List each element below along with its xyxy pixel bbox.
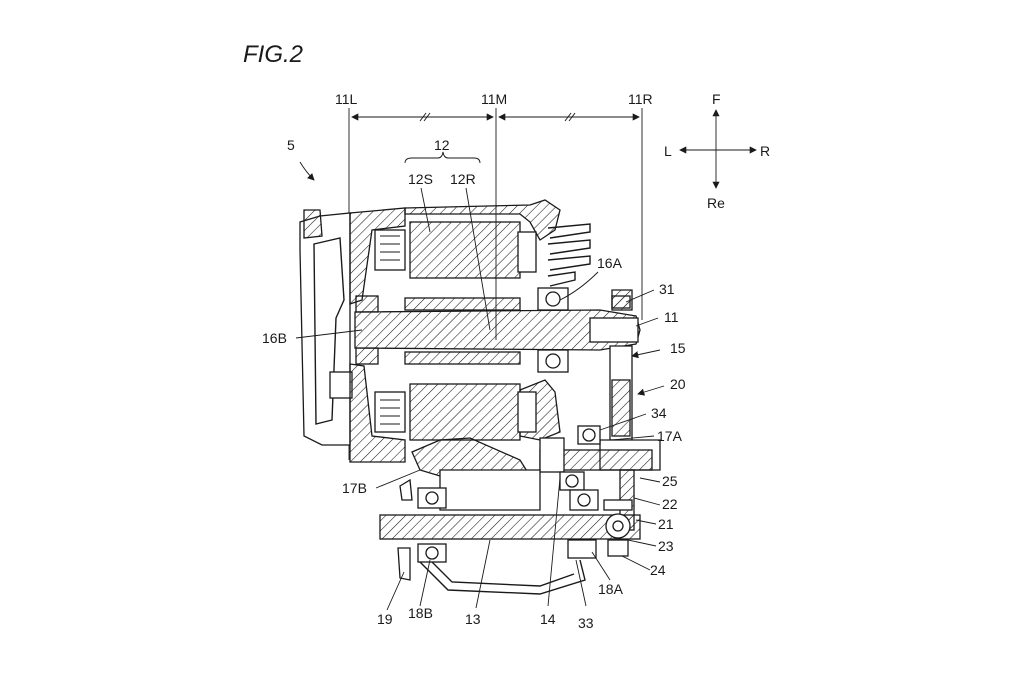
direction-compass <box>679 109 757 189</box>
ref-23: 23 <box>658 538 674 554</box>
ref-17A: 17A <box>657 428 683 444</box>
leader-lines <box>295 161 665 611</box>
bearing-17A <box>577 425 601 445</box>
ref-19: 19 <box>377 611 393 627</box>
bearing-18A <box>567 489 599 559</box>
dim-label-11R: 11R <box>628 91 653 107</box>
bearing-17B <box>539 437 585 491</box>
ref-25: 25 <box>662 473 678 489</box>
gear-case-cavity <box>439 469 541 511</box>
direction-right: R <box>760 143 770 159</box>
part-19-bottom <box>397 547 411 581</box>
part-19-top <box>399 478 413 501</box>
direction-rear: Re <box>707 195 725 211</box>
output-shaft-13 <box>379 514 641 540</box>
direction-front: F <box>712 91 721 107</box>
gear-case-upper <box>411 437 532 477</box>
ref-13: 13 <box>465 611 481 627</box>
ref-15: 15 <box>670 340 686 356</box>
bearing-16A <box>537 287 569 373</box>
ref-12: 12 <box>434 137 450 153</box>
dim-label-11L: 11L <box>335 91 358 107</box>
ref-12R: 12R <box>450 171 476 187</box>
ref-18B: 18B <box>408 605 433 621</box>
ref-24: 24 <box>650 562 666 578</box>
ref-16B: 16B <box>262 330 287 346</box>
ref-18A: 18A <box>598 581 624 597</box>
shaft-spline <box>589 317 639 343</box>
bearing-16B <box>355 295 379 365</box>
motor-housing <box>299 199 591 463</box>
ref-34: 34 <box>651 405 667 421</box>
direction-left: L <box>664 143 672 159</box>
ref-12S: 12S <box>408 171 433 187</box>
brace-12 <box>404 151 481 164</box>
ref-5: 5 <box>287 137 295 153</box>
dim-label-11M: 11M <box>481 91 507 107</box>
ref-14: 14 <box>540 611 556 627</box>
lower-cover <box>419 559 586 595</box>
ref-21: 21 <box>658 516 674 532</box>
bearing-18B <box>417 487 447 563</box>
ref-11: 11 <box>664 309 679 325</box>
figure-title: FIG.2 <box>243 41 303 68</box>
parking-mechanism <box>603 469 635 557</box>
ref-22: 22 <box>662 496 678 512</box>
ref-17B: 17B <box>342 480 367 496</box>
ref-16A: 16A <box>597 255 623 271</box>
ref-20: 20 <box>670 376 686 392</box>
stator-rotor <box>374 221 537 441</box>
ref-31: 31 <box>659 281 675 297</box>
ref-33: 33 <box>578 615 594 631</box>
